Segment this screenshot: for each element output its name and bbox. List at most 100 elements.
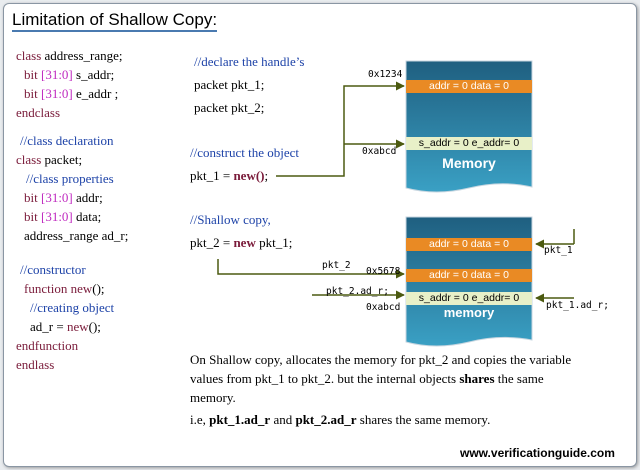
memory-2-row-range: s_addr = 0 e_addr= 0	[406, 292, 532, 305]
keyword: new	[67, 281, 93, 296]
bit-range: [31:0]	[37, 67, 73, 82]
code-text: ;	[264, 168, 269, 183]
code-text: pkt_1 =	[190, 168, 234, 183]
keyword: endlass	[16, 357, 55, 372]
code-line: bit [31:0] addr;	[16, 190, 128, 209]
code-line: address_range ad_r;	[16, 228, 128, 262]
code-text: ();	[92, 281, 105, 296]
keyword: endclass	[16, 105, 61, 120]
code-line: bit [31:0] e_addr ;	[16, 86, 128, 105]
code-text: data;	[72, 209, 102, 224]
pkt1-label: pkt_1	[544, 245, 573, 256]
memory-1-address-top: 0x1234	[368, 69, 403, 80]
code-text: packet;	[41, 152, 83, 167]
comment: //creating object	[30, 300, 115, 315]
text: values from pkt_1 to pkt_2. but the inte…	[190, 371, 460, 386]
explanation-line-1: On Shallow copy, allocates the memory fo…	[190, 352, 572, 367]
code-text: s_addr;	[72, 67, 115, 82]
explanation-line-2: values from pkt_1 to pkt_2. but the inte…	[190, 369, 544, 388]
code-text: address_range ad_r;	[24, 228, 129, 243]
class-code-block: class address_range; bit [31:0] s_addr; …	[16, 48, 128, 376]
keyword: class	[16, 152, 42, 167]
comment: //class declaration	[20, 133, 114, 148]
memory-2: addr = 0 data = 0 addr = 0 data = 0 s_ad…	[406, 217, 532, 347]
pkt1-adr-label: pkt_1.ad_r;	[546, 300, 609, 311]
comment: //Shallow copy,	[190, 212, 271, 227]
memory-1-row-data: addr = 0 data = 0	[406, 80, 532, 93]
code-text: pkt_1;	[255, 235, 293, 250]
code-text: packet pkt_1;	[194, 77, 265, 92]
emphasis: shares	[459, 371, 495, 386]
code-text: addr;	[72, 190, 103, 205]
bit-range: [31:0]	[37, 190, 73, 205]
memory-1: addr = 0 data = 0 s_addr = 0 e_addr= 0 M…	[406, 61, 532, 191]
code-line: //creating object	[16, 300, 128, 319]
memory-2-row-pkt2: addr = 0 data = 0	[406, 269, 532, 282]
construct-line: pkt_1 = new();	[190, 168, 268, 183]
pkt1-wire	[276, 81, 405, 177]
text: the same	[494, 371, 544, 386]
declare-line-1: packet pkt_1;	[194, 77, 264, 92]
memory-2-row-pkt1: addr = 0 data = 0	[406, 238, 532, 251]
memory-1-shape	[405, 60, 533, 193]
shallow-line: pkt_2 = new pkt_1;	[190, 235, 292, 250]
memory-1-address-bottom: 0xabcd	[362, 146, 397, 157]
keyword: function	[24, 281, 68, 296]
memory-1-label: Memory	[442, 155, 496, 171]
memory-2-label: memory	[443, 305, 495, 320]
comment: //construct the object	[190, 145, 300, 160]
code-text: ad_r =	[30, 319, 67, 334]
footer-url[interactable]: www.verificationguide.com	[460, 446, 615, 460]
emphasis: pkt_1.ad_r	[209, 412, 271, 427]
keyword: bit	[24, 190, 38, 205]
text: shares the same memory.	[356, 412, 491, 427]
code-line: bit [31:0] data;	[16, 209, 128, 228]
bit-range: [31:0]	[37, 209, 73, 224]
code-line: bit [31:0] s_addr;	[16, 67, 128, 86]
text: i.e,	[190, 412, 210, 427]
code-text: e_addr ;	[72, 86, 119, 101]
keyword: endfunction	[16, 338, 79, 353]
pkt2-label: pkt_2	[322, 260, 351, 271]
keyword: new	[66, 319, 89, 334]
keyword: new	[233, 235, 256, 250]
slide-title: Limitation of Shallow Copy:	[12, 10, 218, 32]
text: and	[270, 412, 296, 427]
pointer-wires	[217, 60, 575, 347]
code-line: endclass	[16, 105, 128, 133]
code-text: packet pkt_2;	[194, 100, 265, 115]
explanation-line-3: memory.	[190, 390, 236, 405]
keyword: new()	[233, 168, 265, 183]
emphasis: pkt_2.ad_r	[295, 412, 357, 427]
code-text: pkt_2 =	[190, 235, 234, 250]
keyword: bit	[24, 67, 38, 82]
bit-range: [31:0]	[37, 86, 73, 101]
shallow-comment: //Shallow copy,	[190, 212, 271, 227]
memory-1-row-range: s_addr = 0 e_addr= 0	[406, 137, 532, 150]
slide-frame: Limitation of Shallow Copy: class addres…	[3, 3, 637, 467]
pkt2-wire	[217, 259, 405, 279]
code-line: //class declaration	[16, 133, 128, 152]
code-line: endfunction	[16, 338, 128, 357]
code-line: function new();	[16, 281, 128, 300]
keyword: class	[16, 48, 42, 63]
code-line: //constructor	[16, 262, 128, 281]
declare-line-2: packet pkt_2;	[194, 100, 264, 115]
code-line: class address_range;	[16, 48, 128, 67]
code-line: class packet;	[16, 152, 128, 171]
comment: //constructor	[20, 262, 86, 277]
comment: //class properties	[26, 171, 114, 186]
declare-comment: //declare the handle’s	[194, 54, 304, 69]
memory-2-address-mid: 0x5678	[366, 266, 401, 277]
memory-2-address-bottom: 0xabcd	[366, 302, 401, 313]
code-line: endlass	[16, 357, 128, 376]
code-text: ();	[88, 319, 101, 334]
pkt2-adr-label: pkt_2.ad_r;	[326, 286, 389, 297]
explanation-line-4: i.e, pkt_1.ad_r and pkt_2.ad_r shares th…	[190, 410, 490, 429]
construct-comment: //construct the object	[190, 145, 299, 160]
keyword: bit	[24, 86, 38, 101]
code-line: //class properties	[16, 171, 128, 190]
code-line: ad_r = new();	[16, 319, 128, 338]
code-text: address_range;	[41, 48, 123, 63]
comment: //declare the handle’s	[194, 54, 305, 69]
